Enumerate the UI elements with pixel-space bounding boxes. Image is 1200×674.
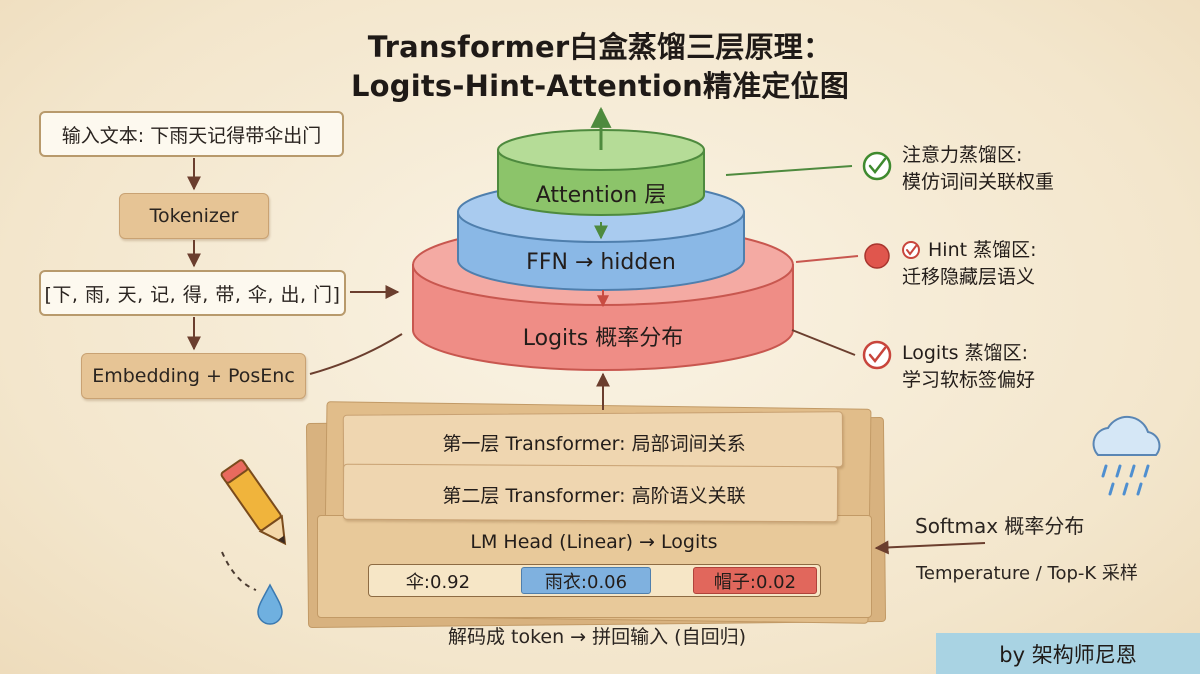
- pencil-icon: [220, 459, 287, 546]
- logits-distill-zone: Logits 蒸馏区: 学习软标签偏好: [902, 340, 1035, 394]
- ffn-layer-label: FFN → hidden: [526, 250, 676, 275]
- input-text-label: 输入文本: 下雨天记得带伞出门: [61, 124, 322, 147]
- temperature-label: Temperature / Top-K 采样: [916, 563, 1138, 584]
- author-badge: by 架构师尼恩: [936, 633, 1200, 674]
- check-circle-small-icon: [902, 241, 920, 259]
- token-list-box: [下, 雨, 天, 记, 得, 带, 伞, 出, 门]: [39, 270, 346, 316]
- arrow-softmax-to-lmhead: [874, 540, 986, 555]
- attention-zone-desc: 模仿词间关联权重: [902, 171, 1055, 193]
- connector-hint-zone: [795, 255, 859, 263]
- connector-attention-zone: [725, 165, 853, 176]
- prob-segment-hat: 帽子:0.02: [693, 567, 817, 594]
- logits-zone-desc: 学习软标签偏好: [902, 369, 1036, 391]
- pencil-dashed-trail: [221, 551, 257, 591]
- logits-layer-label: Logits 概率分布: [522, 326, 684, 351]
- hint-zone-desc: 迁移隐藏层语义: [902, 266, 1036, 288]
- water-drop-icon: [257, 583, 283, 625]
- decode-caption: 解码成 token → 拼回输入 (自回归): [447, 626, 747, 648]
- check-circle-red-icon: [862, 340, 892, 370]
- check-circle-icon: [862, 151, 892, 181]
- token-list-label: [下, 雨, 天, 记, 得, 带, 伞, 出, 门]: [44, 283, 341, 306]
- title-line-1: Transformer白盒蒸馏三层原理：: [367, 30, 833, 64]
- author-label: by 架构师尼恩: [999, 642, 1137, 667]
- layer2-label: 第二层 Transformer: 高阶语义关联: [442, 485, 746, 507]
- probability-bar: 伞:0.92 雨衣:0.06 帽子:0.02: [368, 564, 821, 597]
- layer1-label: 第一层 Transformer: 局部词间关系: [442, 433, 746, 455]
- input-text-box: 输入文本: 下雨天记得带伞出门: [39, 111, 344, 157]
- attention-zone-title: 注意力蒸馏区:: [902, 144, 1023, 166]
- embedding-label: Embedding + PosEnc: [92, 365, 295, 387]
- prob-segment-raincoat: 雨衣:0.06: [521, 567, 651, 594]
- pipeline-arrows: [187, 158, 986, 555]
- lm-head-label: LM Head (Linear) → Logits: [470, 531, 718, 553]
- cloud-rain-icon: [1092, 415, 1161, 496]
- attention-distill-zone: 注意力蒸馏区: 模仿词间关联权重: [902, 142, 1054, 196]
- tokenizer-label: Tokenizer: [149, 205, 239, 227]
- tokenizer-box: Tokenizer: [119, 193, 269, 239]
- hint-distill-zone: Hint 蒸馏区: 迁移隐藏层语义: [902, 237, 1037, 291]
- embedding-box: Embedding + PosEnc: [81, 353, 306, 399]
- hint-zone-title: Hint 蒸馏区:: [928, 239, 1037, 261]
- connector-logits-zone: [791, 329, 856, 356]
- logits-zone-title: Logits 蒸馏区:: [902, 342, 1029, 364]
- softmax-label: Softmax 概率分布: [915, 514, 1085, 538]
- prob-segment-umbrella: 伞:0.92: [405, 571, 471, 593]
- arrow-embedding-to-stack: [309, 333, 403, 375]
- attention-layer-label: Attention 层: [535, 183, 667, 208]
- title-line-2: Logits-Hint-Attention精准定位图: [350, 69, 850, 103]
- attention-cylinder: [497, 129, 705, 216]
- red-dot-icon: [864, 243, 890, 269]
